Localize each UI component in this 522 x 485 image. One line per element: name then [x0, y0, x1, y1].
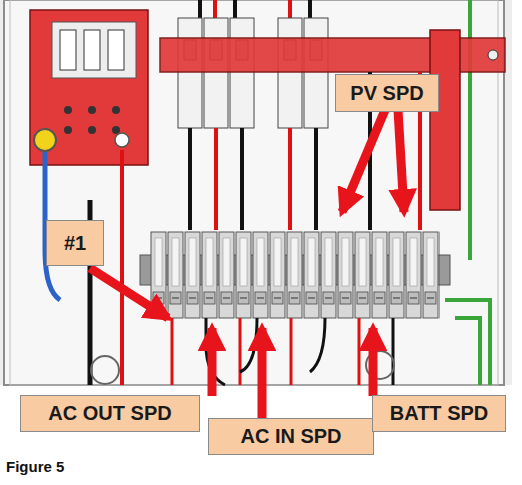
callout-label: PV SPD — [350, 82, 423, 105]
callout-label: AC IN SPD — [240, 425, 341, 448]
callout-label: #1 — [64, 232, 86, 255]
ac-out-spd-callout: AC OUT SPD — [20, 395, 200, 432]
pv-spd-callout: PV SPD — [335, 74, 439, 112]
ac-in-spd-callout: AC IN SPD — [208, 418, 374, 455]
callout-label: AC OUT SPD — [48, 402, 171, 425]
callout-label: BATT SPD — [390, 402, 489, 425]
callout-number: #1 — [46, 220, 104, 266]
figure-caption: Figure 5 — [6, 458, 64, 475]
batt-spd-callout: BATT SPD — [372, 395, 506, 432]
